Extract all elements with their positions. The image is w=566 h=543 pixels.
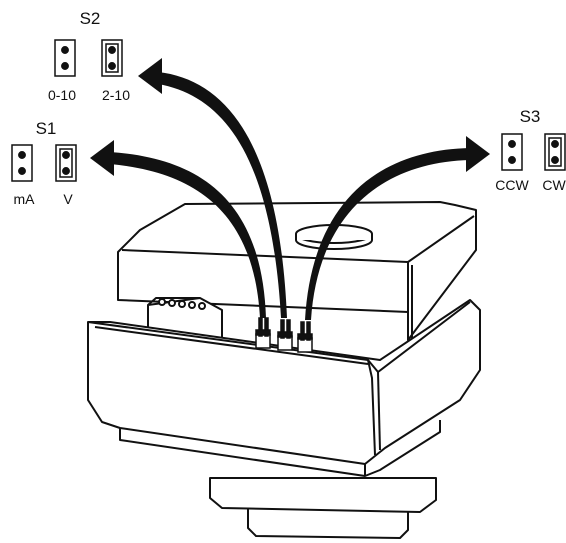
s2-left-label: 0-10 [48,87,76,103]
board-jumper-s1 [255,317,271,349]
pointer-arrows [90,58,490,320]
switch-s2: S2 0-10 2-10 [48,9,130,103]
front-cover [87,299,481,465]
switch-s3: S3 CCW CW [495,107,566,193]
s3-right-label: CW [542,177,566,193]
s3-pin-right-jumper [544,133,566,171]
s2-pin-left [54,39,76,77]
front-cover-bottom-band [119,420,441,477]
s3-left-label: CCW [495,177,529,193]
s1-pin-left [11,144,33,182]
s3-pin-left [501,133,523,171]
front-cover-corner [367,359,376,456]
switch-s1: S1 mA V [11,119,77,207]
board-jumper-s3 [297,321,313,353]
s1-pin-right-jumper [55,144,77,182]
front-cover-top-edge [87,301,471,373]
front-cover-inner-edge [94,326,369,365]
s2-title: S2 [80,9,101,28]
actuator-housing [87,201,481,539]
s1-title: S1 [36,119,57,138]
s1-right-label: V [63,191,73,207]
s2-right-label: 2-10 [102,87,130,103]
base-upper [209,477,437,513]
s3-title: S3 [520,107,541,126]
board-jumper-s2 [277,319,293,351]
s1-left-label: mA [14,191,36,207]
s2-pin-right-jumper [101,39,123,77]
board-jumper-pins [255,317,313,353]
